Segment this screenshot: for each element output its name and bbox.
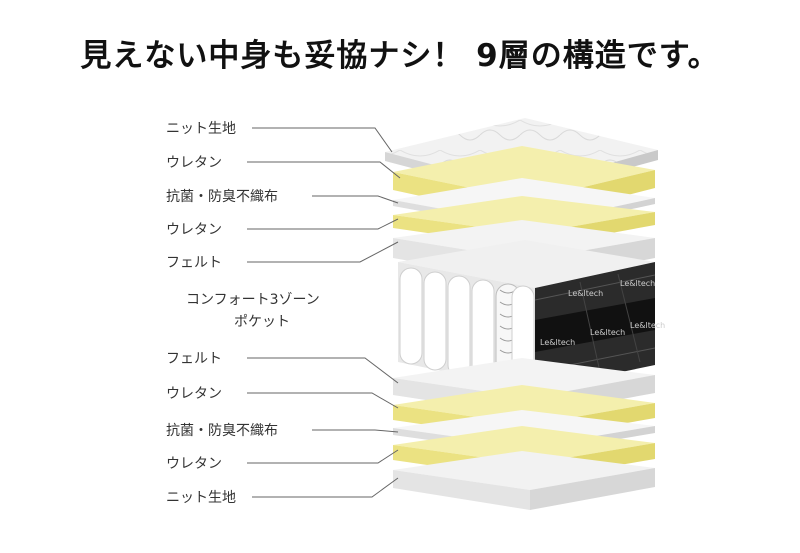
label-bottom-knit: ニット生地 bbox=[166, 490, 236, 506]
core-side-logo-1: Le&ltech bbox=[568, 289, 603, 298]
core-side-logo-3: Le&ltech bbox=[540, 338, 575, 347]
core-side-logo-4: Le&ltech bbox=[590, 328, 625, 337]
label-top-felt: フェルト bbox=[166, 255, 222, 271]
label-top-urethane-1: ウレタン bbox=[166, 155, 222, 171]
label-top-knit: ニット生地 bbox=[166, 121, 236, 137]
label-bottom-nonwoven: 抗菌・防臭不織布 bbox=[166, 423, 278, 439]
label-top-nonwoven: 抗菌・防臭不織布 bbox=[166, 189, 278, 205]
label-top-urethane-2: ウレタン bbox=[166, 222, 222, 238]
leader-lines bbox=[247, 127, 401, 498]
pocket-coil-core: Le&ltech Le&ltech Le&ltech Le&ltech Le&l… bbox=[398, 240, 665, 390]
label-core-line1: コンフォート3ゾーン bbox=[186, 292, 320, 308]
core-side-logo-5: Le&ltech bbox=[630, 321, 665, 330]
label-bottom-urethane-2: ウレタン bbox=[166, 456, 222, 472]
label-bottom-urethane-1: ウレタン bbox=[166, 386, 222, 402]
layer-bottom-knit bbox=[393, 451, 655, 510]
label-bottom-felt: フェルト bbox=[166, 351, 222, 367]
headline: 見えない中身も妥協ナシ！ 9層の構造です。 bbox=[80, 38, 720, 74]
core-side-logo-2: Le&ltech bbox=[620, 279, 655, 288]
label-core-line2: ポケット bbox=[234, 314, 290, 330]
